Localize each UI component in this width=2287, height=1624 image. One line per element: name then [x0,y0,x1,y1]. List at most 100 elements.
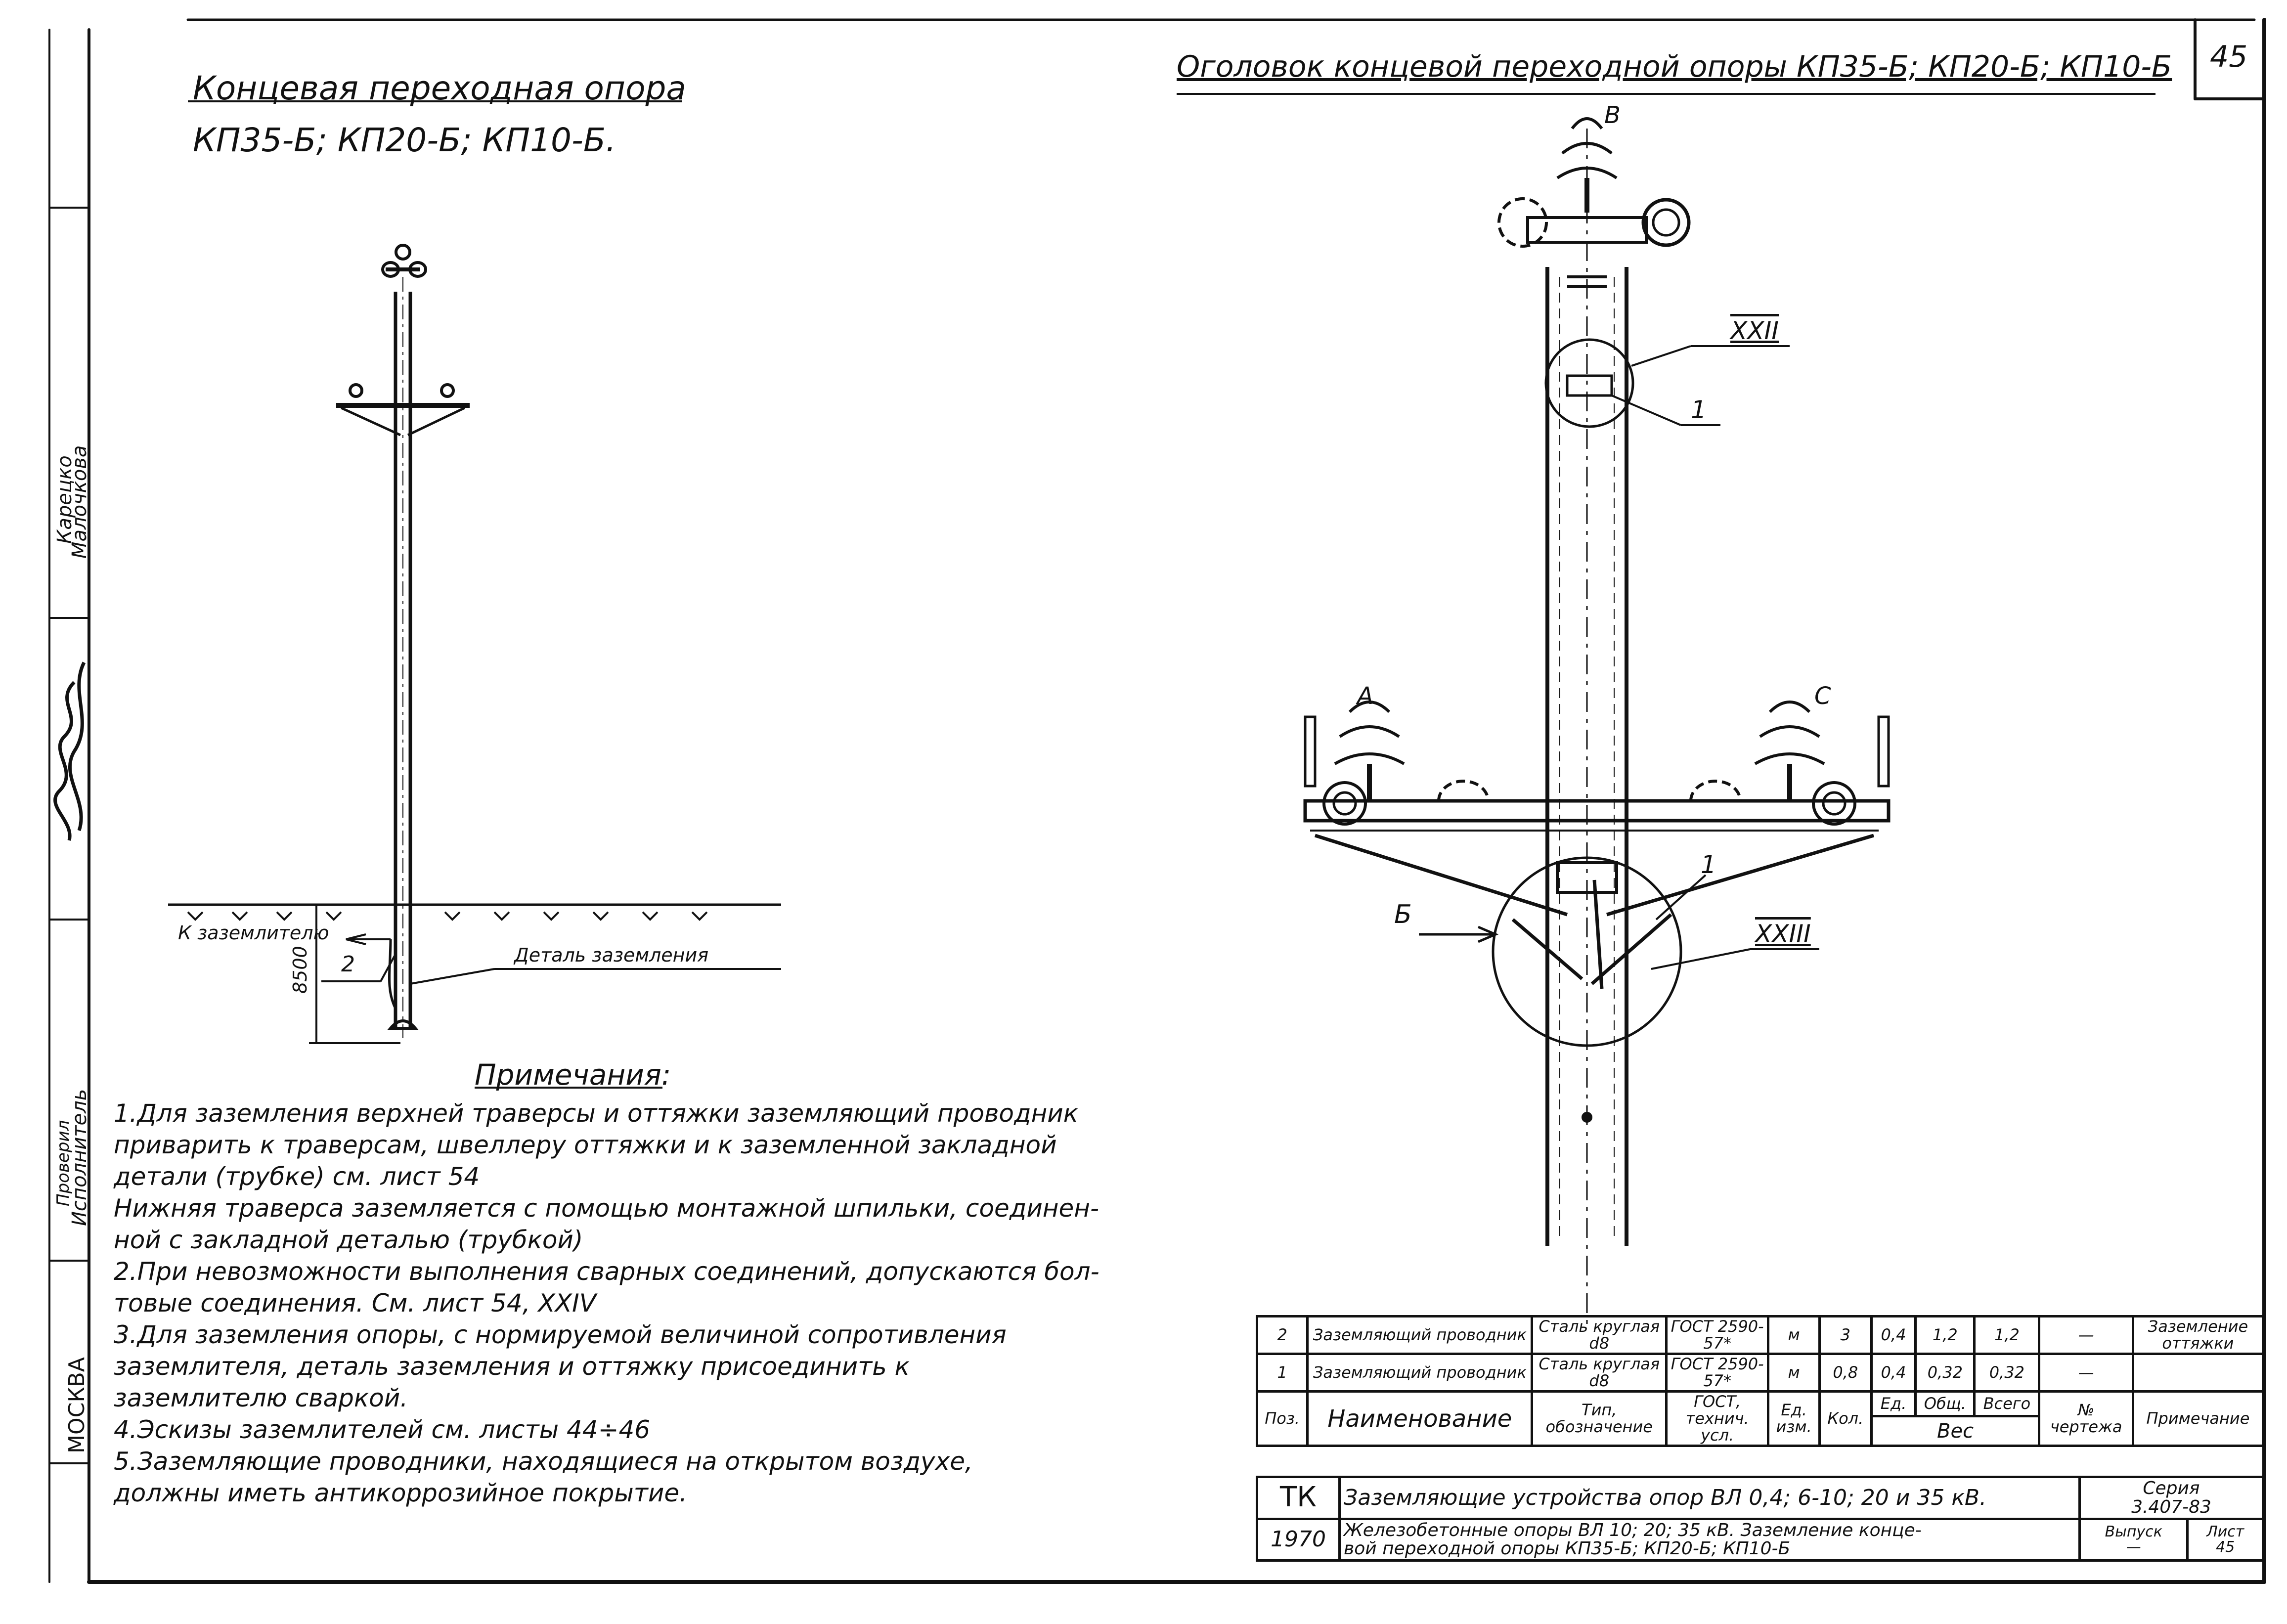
sheet-cell: Лист 45 [2186,1517,2264,1562]
left-brace-l [340,406,401,437]
ref-xxii: XXII [1730,316,1779,345]
crossarm-insulator-r [440,383,455,398]
left-title-line-2: КП35-Б; КП20-Б; КП10-Б. [193,121,616,159]
leader-1-top [1611,395,1681,426]
stamp-city: МОСКВА [64,1357,89,1453]
note-line: товые соединения. См. лист 54, XXIV [114,1289,596,1317]
spec-cell: м [1767,1315,1821,1356]
issue-value: — [2126,1538,2141,1556]
end-ring-left-inner [1332,791,1357,816]
arc-right [1689,780,1742,801]
arrow-B-head [1478,925,1499,943]
top-ring-left [1497,197,1548,248]
table-header-row: Поз. Наименование Тип, обозначение ГОСТ,… [1255,1390,2265,1448]
series-cell: Серия 3.407-83 [2078,1476,2264,1520]
notes-heading: Примечания: [475,1058,671,1092]
label-B-top: В [1604,101,1621,129]
note-line: детали (трубке) см. лист 54 [114,1162,480,1191]
header-cell: ГОСТ, технич. усл. [1665,1390,1770,1448]
title-block: ТК Заземляющие устройства опор ВЛ 0,4; 6… [1256,1476,2264,1562]
spec-cell: Заземление оттяжки [2131,1315,2265,1356]
note-line: должны иметь антикоррозийное покрытие. [114,1479,687,1507]
sheet-label: Лист [2206,1523,2244,1540]
ground-label: К заземлителю [178,922,329,944]
spec-cell: 3 [1818,1315,1873,1356]
spec-cell: 0,8 [1818,1353,1873,1393]
lower-crossarm [1303,799,1891,823]
spec-cell: — [2038,1315,2134,1356]
stamp-name-2: Малочкова [68,445,91,559]
right-headpiece-drawing [188,93,2155,1325]
ground-conductor [388,939,397,1010]
detail-circle-xxii [1544,338,1634,428]
spec-cell: Сталь круглая d8 [1531,1315,1668,1356]
end-ring-left [1322,781,1367,826]
issue-cell: Выпуск — [2078,1517,2189,1562]
arc-left [1437,780,1490,801]
lower-bracket [1556,861,1618,894]
spec-cell: 1,2 [1973,1315,2041,1356]
spec-cell: 0,32 [1914,1353,1976,1393]
brace-right [1606,834,1874,917]
height-dimension: 8500 [289,946,311,994]
header-cell: Примечание [2131,1390,2265,1448]
table-row: 2 Заземляющий проводник Сталь круглая d8… [1255,1315,2265,1356]
title-main: Заземляющие устройства опор ВЛ 0,4; 6-10… [1338,1476,2081,1520]
left-brace-r [407,406,466,437]
spec-table: 2 Заземляющий проводник Сталь круглая d8… [1255,1315,2265,1448]
crossarm-insulator-l [349,383,363,398]
spec-cell: 1 [1255,1353,1309,1393]
detail-circle-xxiii [1492,856,1682,1047]
series-label: Серия [2143,1478,2200,1498]
rod-right [1877,715,1890,788]
note-line: 3.Для заземления опоры, с нормируемой ве… [114,1320,1007,1349]
ref-xxiii: XXIII [1755,920,1811,948]
end-ring-right [1812,781,1856,826]
header-cell: Всего [1973,1390,2041,1418]
header-cell: Наименование [1306,1390,1534,1448]
issue-label: Выпуск [2105,1523,2162,1540]
stamp-role-2: Проверил [53,1120,73,1206]
spec-cell: 0,32 [1973,1353,2041,1393]
note-line: 1.Для заземления верхней траверсы и оття… [114,1099,1078,1128]
title-row-2: 1970 Железобетонные опоры ВЛ 10; 20; 35 … [1256,1517,2264,1562]
title-row-1: ТК Заземляющие устройства опор ВЛ 0,4; 6… [1256,1476,2264,1520]
title-subtitle-2: вой переходной опоры КП35-Б; КП20-Б; КП1… [1344,1538,1791,1559]
spec-cell: ГОСТ 2590-57* [1665,1315,1770,1356]
ground-rod-lower [1592,879,1604,989]
note-line: приварить к траверсам, швеллеру оттяжки … [114,1131,1057,1159]
header-cell: Общ. [1914,1390,1976,1418]
header-cell: Ед. [1870,1390,1917,1418]
spec-cell: 1,2 [1914,1315,1976,1356]
ground-arrow-head [346,933,366,945]
spec-cell: 2 [1255,1315,1309,1356]
header-cell: № чертежа [2038,1390,2134,1448]
spec-cell [2131,1353,2265,1393]
detail-leader [410,968,495,985]
note-line: заземлителю сваркой. [114,1384,408,1412]
note-line: 5.Заземляющие проводники, находящиеся на… [114,1447,973,1476]
note-line: ной с закладной деталью (трубкой) [114,1226,583,1254]
insulator-C [1754,701,1825,765]
title-year: 1970 [1256,1517,1341,1562]
pole-base [387,1019,419,1030]
spec-cell: 0,4 [1870,1353,1917,1393]
leader-1-bottom [1655,874,1707,921]
axis-dot [1582,1112,1592,1123]
detail-label: Деталь заземления [514,944,709,966]
note-line: Нижняя траверса заземляется с помощью мо… [114,1194,1099,1223]
title-subtitle-1: Железобетонные опоры ВЛ 10; 20; 35 кВ. З… [1344,1520,1922,1540]
top-ring-right [1641,198,1691,247]
insulator-B [1556,117,1618,179]
callout-1-top: 1 [1691,395,1707,424]
header-cell: Кол. [1818,1390,1873,1448]
notes-block: 1.Для заземления верхней траверсы и оття… [114,1097,1100,1509]
series-value: 3.407-83 [2131,1496,2211,1517]
table-header-row: Вес [1257,1415,2263,1448]
ground-brace-r [1590,913,1672,985]
detail-xxii-clamp [1566,374,1613,397]
sheet-number: 45 [2210,40,2248,74]
note-line: заземлителя, деталь заземления и оттяжку… [114,1352,910,1381]
spec-cell: ГОСТ 2590-57* [1665,1353,1770,1393]
